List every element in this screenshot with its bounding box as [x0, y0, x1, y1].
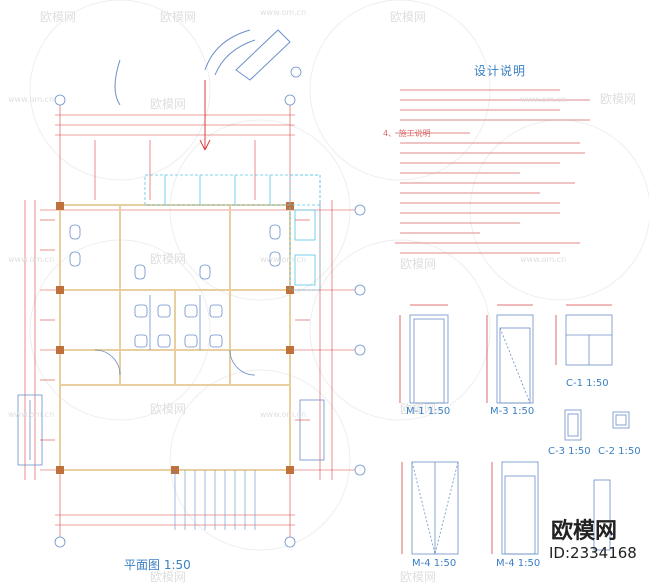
elevation-m4a	[401, 461, 459, 555]
model-id: ID:2334168	[549, 544, 637, 562]
watermark-text: 欧模网	[390, 10, 427, 24]
watermark-url: www.om.cn	[8, 95, 55, 104]
axis-bubbles	[54, 66, 366, 548]
elevation-c3	[564, 409, 582, 441]
label-c2: C-2 1:50	[598, 446, 641, 457]
design-notes-title: 设计说明	[474, 64, 527, 78]
watermark-text: 欧模网	[150, 402, 187, 416]
elevation-c1	[555, 304, 613, 366]
watermark-url: www.om.cn	[8, 255, 55, 264]
dimension-ticks	[40, 140, 310, 441]
watermark-text: 欧模网	[150, 252, 187, 266]
plan-title: 平面图 1:50	[124, 558, 191, 572]
brand-name: 欧模网	[551, 519, 618, 544]
entry-steps	[174, 470, 256, 530]
watermark-url: www.om.cn	[260, 8, 307, 17]
label-m4a: M-4 1:50	[412, 558, 457, 569]
watermark-url: www.om.cn	[260, 255, 307, 264]
watermark-text: 欧模网	[160, 10, 197, 24]
watermark-text: 欧模网	[40, 10, 77, 24]
dimension-lines	[24, 114, 333, 526]
watermark-text: 欧模网	[400, 257, 437, 271]
watermark-url: www.om.cn	[260, 410, 307, 419]
watermark-url: www.om.cn	[8, 410, 55, 419]
label-m4b: M-4 1:50	[496, 558, 541, 569]
label-m1: M-1 1:50	[406, 406, 451, 417]
elevation-c2	[612, 411, 630, 429]
notes-lines	[395, 89, 590, 254]
label-m3: M-3 1:50	[490, 406, 535, 417]
entrance-ramp	[114, 29, 291, 151]
elevation-m3	[486, 304, 534, 404]
watermark-text: 欧模网	[600, 92, 637, 106]
watermark-url: www.om.cn	[520, 95, 567, 104]
watermark-text: 欧模网	[400, 570, 437, 584]
toilet-stalls	[17, 224, 325, 466]
notes-heading: 4、 施工说明	[383, 129, 431, 138]
watermark-text: 欧模网	[400, 402, 437, 416]
elevation-m1	[399, 304, 449, 404]
watermark-circles	[29, 0, 649, 551]
label-c3: C-3 1:50	[548, 446, 591, 457]
watermark-text: 欧模网	[150, 570, 187, 584]
label-c1: C-1 1:50	[566, 378, 609, 389]
elevation-m4b	[491, 461, 611, 555]
watermark-url: www.om.cn	[520, 255, 567, 264]
upper-annex	[144, 174, 321, 291]
watermark-text: 欧模网	[150, 97, 187, 111]
